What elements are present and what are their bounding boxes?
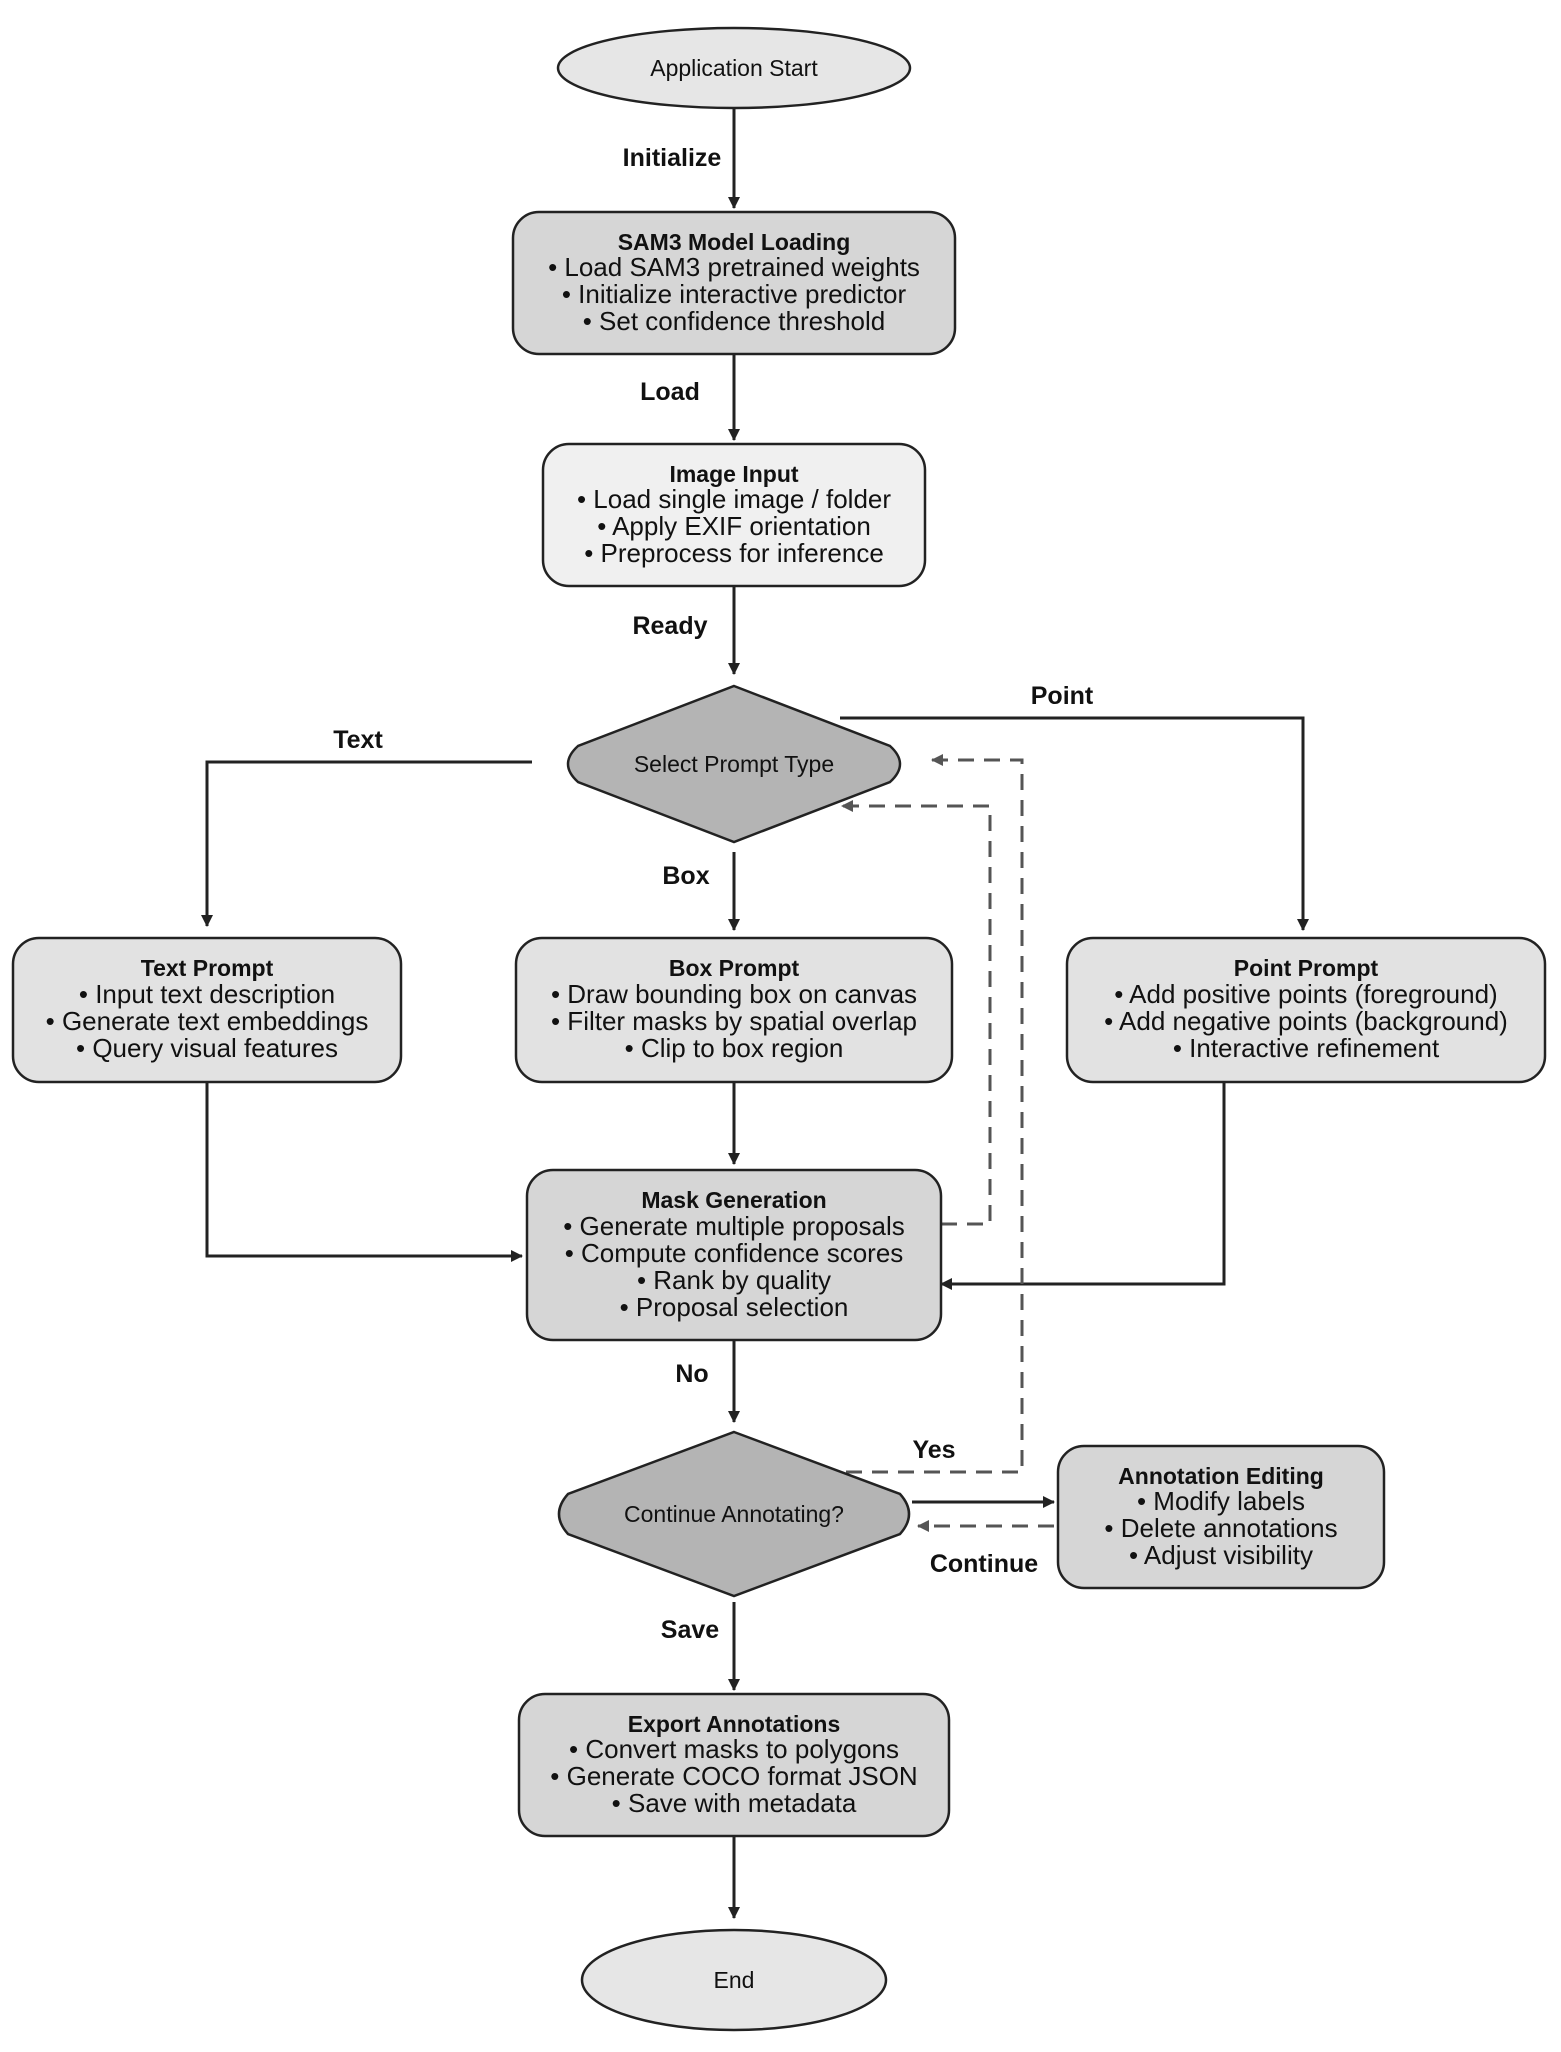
label-no: No <box>675 1360 708 1388</box>
node-point-prompt-line-3: • Interactive refinement <box>1173 1033 1440 1063</box>
node-annotation-editing-line-1: • Modify labels <box>1137 1486 1305 1516</box>
edge-point <box>840 716 1309 931</box>
node-mask-generation-line-1: • Generate multiple proposals <box>563 1211 905 1241</box>
label-load: Load <box>640 378 700 406</box>
node-point-prompt-line-2: • Add negative points (background) <box>1104 1006 1508 1036</box>
node-text-prompt-title: Text Prompt <box>141 955 274 981</box>
node-image-input-line-2: • Apply EXIF orientation <box>597 511 871 541</box>
node-export-annotations-title: Export Annotations <box>628 1711 841 1737</box>
node-mask-generation-line-3: • Rank by quality <box>637 1265 831 1295</box>
node-export-annotations-line-1: • Convert masks to polygons <box>569 1734 899 1764</box>
node-end: End <box>580 1928 888 2032</box>
node-point-prompt-line-1: • Add positive points (foreground) <box>1114 979 1497 1009</box>
node-box-prompt-title: Box Prompt <box>669 955 800 981</box>
label-ready: Ready <box>632 612 707 640</box>
node-annotation-editing-line-2: • Delete annotations <box>1104 1513 1337 1543</box>
node-image-input-line-1: • Load single image / folder <box>577 484 891 514</box>
node-application-start: Application Start <box>556 26 912 110</box>
node-select-prompt-type-text: Select Prompt Type <box>634 751 834 777</box>
label-yes: Yes <box>912 1436 955 1464</box>
node-continue-annotating-text: Continue Annotating? <box>624 1501 844 1527</box>
node-sam3-model-loading-line-2: • Initialize interactive predictor <box>562 279 907 309</box>
node-application-start-text: Application Start <box>650 55 818 81</box>
node-annotation-editing-line-3: • Adjust visibility <box>1129 1540 1313 1570</box>
node-annotation-editing: Annotation Editing • Modify labels • Del… <box>1056 1444 1386 1590</box>
node-export-annotations-line-2: • Generate COCO format JSON <box>550 1761 917 1791</box>
node-sam3-model-loading-title: SAM3 Model Loading <box>618 229 851 255</box>
node-text-prompt: Text Prompt • Input text description • G… <box>11 936 403 1084</box>
edge-text <box>201 760 532 927</box>
node-sam3-model-loading-line-1: • Load SAM3 pretrained weights <box>548 252 920 282</box>
node-box-prompt: Box Prompt • Draw bounding box on canvas… <box>514 936 954 1084</box>
node-box-prompt-line-1: • Draw bounding box on canvas <box>551 979 917 1009</box>
edge-yes <box>846 754 1024 1474</box>
node-end-text: End <box>714 1967 755 1993</box>
node-mask-generation-line-4: • Proposal selection <box>620 1292 849 1322</box>
node-text-prompt-line-3: • Query visual features <box>76 1033 338 1063</box>
node-text-prompt-line-2: • Generate text embeddings <box>46 1006 369 1036</box>
node-box-prompt-line-3: • Clip to box region <box>625 1033 844 1063</box>
node-export-annotations-line-3: • Save with metadata <box>612 1788 857 1818</box>
node-box-prompt-line-2: • Filter masks by spatial overlap <box>551 1006 917 1036</box>
edges <box>201 108 1309 1919</box>
node-sam3-model-loading: SAM3 Model Loading • Load SAM3 pretraine… <box>511 210 957 356</box>
label-point: Point <box>1031 682 1094 710</box>
edge-point-to-mask <box>940 1082 1226 1290</box>
node-mask-generation: Mask Generation • Generate multiple prop… <box>525 1168 943 1342</box>
node-image-input-line-3: • Preprocess for inference <box>584 538 884 568</box>
node-export-annotations: Export Annotations • Convert masks to po… <box>517 1692 951 1838</box>
node-sam3-model-loading-line-3: • Set confidence threshold <box>583 306 886 336</box>
node-image-input: Image Input • Load single image / folder… <box>541 442 927 588</box>
node-mask-generation-title: Mask Generation <box>641 1187 826 1213</box>
edge-text-to-mask <box>205 1082 523 1262</box>
label-text: Text <box>333 726 383 754</box>
node-image-input-title: Image Input <box>669 461 798 487</box>
label-initialize: Initialize <box>623 144 722 172</box>
edge-labels: Initialize Load Ready Text Box Point No … <box>333 144 1094 1644</box>
node-mask-generation-line-2: • Compute confidence scores <box>565 1238 904 1268</box>
label-save: Save <box>661 1616 719 1644</box>
node-annotation-editing-title: Annotation Editing <box>1118 1463 1324 1489</box>
node-select-prompt-type: Select Prompt Type <box>566 684 902 844</box>
node-point-prompt-title: Point Prompt <box>1234 955 1379 981</box>
label-continue: Continue <box>930 1550 1038 1578</box>
node-text-prompt-line-1: • Input text description <box>79 979 335 1009</box>
node-point-prompt: Point Prompt • Add positive points (fore… <box>1065 936 1547 1084</box>
label-box: Box <box>662 862 709 890</box>
node-continue-annotating: Continue Annotating? <box>557 1430 911 1598</box>
